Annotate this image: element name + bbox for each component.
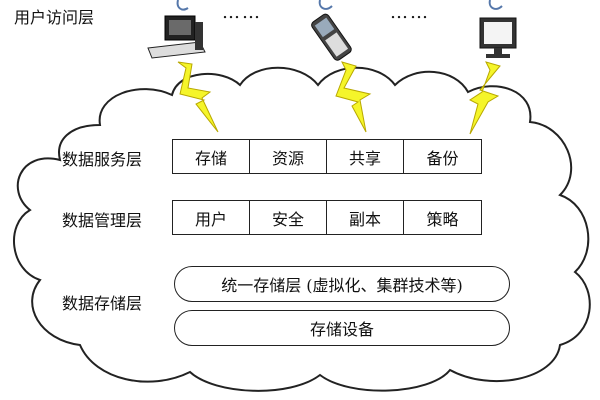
storage-layer-label: 数据存储层 — [62, 294, 143, 313]
unified-storage-pill: 统一存储层 (虚拟化、集群技术等) — [174, 266, 510, 302]
management-cell-policy: 策略 — [426, 209, 459, 229]
service-cell-storage: 存储 — [173, 140, 250, 173]
management-cell-replica: 副本 — [327, 201, 404, 234]
management-cell-security: 安全 — [250, 201, 327, 234]
cable-stub-middle — [318, 0, 333, 10]
cable-stub-right — [488, 0, 503, 10]
management-cell-user: 用户 — [173, 201, 250, 234]
access-layer-label: 用户访问层 — [14, 8, 95, 27]
monitor-icon — [479, 17, 517, 58]
service-cell-share: 共享 — [327, 140, 404, 173]
service-cell-backup: 备份 — [426, 148, 459, 168]
service-cell-resource: 资源 — [250, 140, 327, 173]
ellipsis-separator-left: …… — [222, 2, 262, 23]
lightning-bolt-middle — [335, 61, 372, 133]
service-layer-row: 存储 资源 共享 备份 — [172, 139, 482, 174]
lightning-bolt-right — [469, 61, 501, 135]
management-layer-label: 数据管理层 — [62, 211, 143, 230]
lightning-bolt-left — [177, 61, 219, 133]
desktop-computer-icon — [147, 15, 206, 59]
storage-device-pill: 存储设备 — [174, 310, 510, 346]
cable-stub-left — [176, 0, 189, 11]
ellipsis-separator-right: …… — [390, 2, 430, 23]
service-layer-label: 数据服务层 — [62, 150, 143, 169]
management-layer-row: 用户 安全 副本 策略 — [172, 200, 482, 235]
mobile-phone-icon — [311, 13, 352, 61]
